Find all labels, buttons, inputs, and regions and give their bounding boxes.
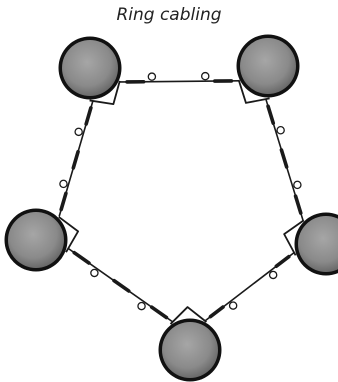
cable-tie-loop xyxy=(228,301,238,310)
cable-tie-loop xyxy=(268,270,278,280)
node-clamp xyxy=(58,216,80,253)
node-bottom xyxy=(158,306,222,382)
cable-tie-loop xyxy=(293,180,302,190)
node-clamp xyxy=(283,219,305,256)
cable-tie-loop xyxy=(137,301,146,311)
ring-links xyxy=(58,71,304,323)
cable-node-top-left-to-node-top-right xyxy=(119,71,239,84)
cable-node-bottom-to-node-left xyxy=(67,247,174,323)
ring-nodes xyxy=(4,34,338,382)
cable-node-top-right-to-node-right xyxy=(265,98,304,221)
cable-tie-loop xyxy=(74,127,83,137)
node-top-left xyxy=(58,36,122,105)
diagram-title: Ring cabling xyxy=(116,5,222,25)
cable-tie-loop xyxy=(90,268,99,278)
cable-tie-loop xyxy=(147,72,157,81)
cable-tie-loop xyxy=(201,71,210,81)
cable-tie-loop xyxy=(276,125,285,135)
cable-node-right-to-node-bottom xyxy=(204,251,295,322)
node-right xyxy=(283,212,338,276)
cable-node-left-to-node-top-left xyxy=(58,100,94,217)
node-clamp xyxy=(169,306,207,325)
cable-tie-loop xyxy=(59,179,68,189)
node-top-right xyxy=(236,34,300,104)
node-clamp xyxy=(237,79,270,104)
node-clamp xyxy=(89,80,121,105)
node-left xyxy=(4,208,80,272)
